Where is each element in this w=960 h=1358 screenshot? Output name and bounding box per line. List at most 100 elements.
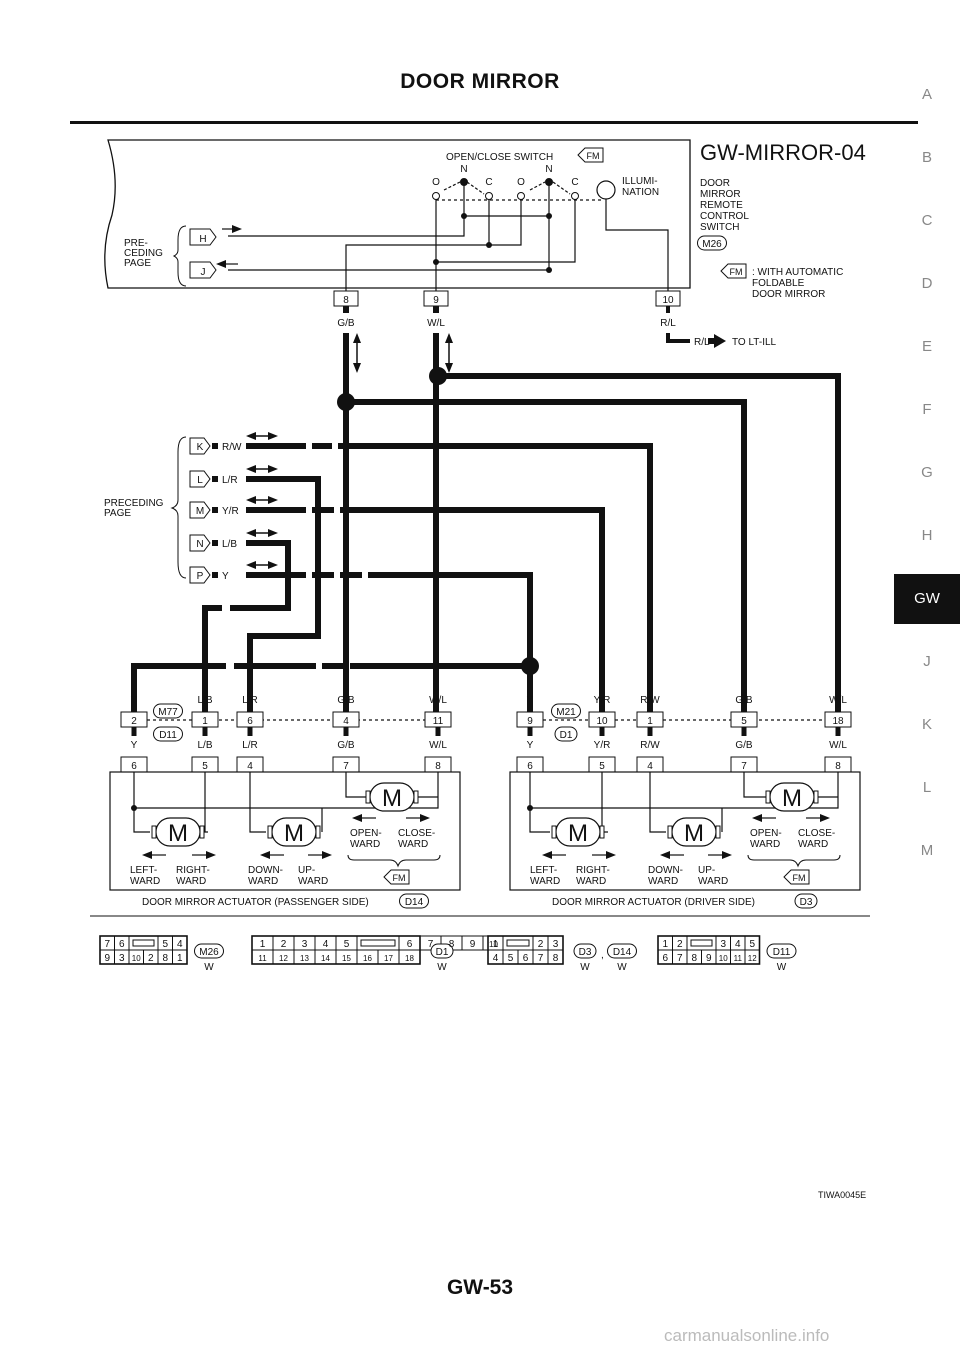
passenger-upper-pin-4	[332, 711, 360, 728]
passenger-wire-lr-motor	[133, 808, 150, 833]
section-tab-gw[interactable]: GW	[894, 574, 960, 624]
face-d1-shell	[251, 935, 421, 965]
passenger-common-junction	[131, 805, 137, 811]
remote-switch-frame	[104, 139, 691, 289]
passenger-lower-pin-4-label: 4	[247, 761, 253, 772]
switch-lever	[552, 181, 571, 195]
switch-contact-label: N	[545, 164, 552, 175]
passenger-upper-pin-6-label: 6	[247, 716, 253, 727]
face-d1-cavity-label: 5	[344, 939, 350, 950]
section-tab-h[interactable]: H	[921, 527, 933, 544]
arrow-left	[246, 432, 256, 440]
driver-connector-top	[551, 703, 581, 719]
section-tab-b[interactable]: B	[921, 149, 932, 166]
section-tab-c[interactable]: C	[921, 212, 933, 229]
fm-tag-note	[720, 263, 747, 279]
terminal-wire-label: L/R	[222, 475, 238, 486]
passenger-wire-label: L/B	[197, 695, 212, 706]
face-d1-cavity-label: 2	[281, 939, 287, 950]
section-tab-d[interactable]: D	[921, 275, 933, 292]
driver-wire-fold	[743, 772, 766, 798]
preceding-page-top: CEDING	[124, 248, 163, 259]
face-m26-id-label: M26	[199, 947, 219, 958]
face-d3-shell	[487, 935, 564, 965]
switch-contact	[432, 192, 440, 200]
terminal-m-label: M	[196, 506, 204, 517]
passenger-actuator-connector-label: D14	[405, 897, 424, 908]
terminal-p	[189, 566, 211, 584]
face-d14-color: W	[617, 962, 627, 973]
passenger-upper-pin-1	[191, 711, 219, 728]
driver-upper-pin-10	[588, 711, 616, 728]
switch-pin-8-label: 8	[343, 295, 349, 306]
fm-label: FM	[730, 267, 743, 277]
connector-m26	[697, 235, 727, 251]
terminal-stub	[212, 572, 218, 578]
face-d1-cavity-label: 1	[260, 939, 266, 950]
face-d1-cavity-label: 16	[363, 954, 372, 963]
lt-ill-label: TO LT-ILL	[732, 337, 777, 348]
passenger-upper-pin-11-label: 11	[433, 716, 444, 727]
remote-switch-label: SWITCH	[700, 222, 739, 233]
passenger-direction-arrow	[322, 851, 332, 859]
section-tab-j[interactable]: J	[923, 653, 931, 670]
section-tab-f[interactable]: F	[922, 401, 932, 418]
switch-pin-9-label: 9	[433, 295, 439, 306]
arrow-right	[268, 432, 278, 440]
lt-ill-wire: R/L	[694, 337, 710, 348]
arrow-right	[268, 561, 278, 569]
driver-wire-label: Y	[527, 695, 534, 706]
switch-contact-label: O	[432, 177, 440, 188]
driver-actuator-connector-label: D3	[800, 897, 813, 908]
fm-note: : WITH AUTOMATIC	[752, 267, 843, 278]
driver-upper-pin-9	[516, 711, 544, 728]
arrow-left	[246, 529, 256, 537]
switch-junction	[546, 213, 552, 219]
arrow-left	[246, 465, 256, 473]
fm-note: DOOR MIRROR	[752, 289, 825, 300]
face-d11-shell	[657, 935, 761, 965]
wire-lb	[202, 540, 291, 712]
section-tab-l[interactable]: L	[922, 779, 932, 796]
face-d11-cavity-label: 1	[662, 939, 668, 950]
section-tab-e[interactable]: E	[921, 338, 932, 355]
terminal-wire-label: L/B	[222, 539, 237, 550]
face-d1-cavity-label: 11	[258, 954, 267, 963]
terminal-l	[189, 470, 211, 488]
face-d1-cavity-label: 14	[321, 954, 330, 963]
switch-contact	[571, 192, 579, 200]
terminal-stub	[212, 443, 218, 449]
driver-wire-label: W/L	[829, 695, 847, 706]
face-d11-cavity-label: 3	[720, 939, 726, 950]
section-tab-m[interactable]: M	[920, 842, 934, 859]
passenger-wire-ud-motor	[249, 772, 266, 833]
switch-pin-9	[423, 290, 449, 307]
face-d3-cavity-label: 8	[553, 953, 559, 964]
passenger-downward-label: DOWN-	[248, 865, 283, 876]
preceding-page-top: PRE-	[124, 238, 148, 249]
driver-actuator-label: DOOR MIRROR ACTUATOR (DRIVER SIDE)	[552, 897, 755, 908]
terminal-m	[189, 501, 211, 519]
face-d11-cavity-label: 6	[662, 953, 668, 964]
section-tab-g[interactable]: G	[921, 464, 933, 481]
section-tab-k[interactable]: K	[921, 716, 932, 733]
passenger-wire-label-lower: W/L	[429, 740, 447, 751]
motor-label: M	[782, 785, 802, 812]
passenger-connector-top-label: M77	[158, 707, 178, 718]
face-d3-cavity-label: 1	[493, 939, 499, 950]
page-number: GW-53	[446, 1276, 514, 1299]
passenger-leftward-label: WARD	[130, 876, 160, 887]
passenger-common	[133, 772, 439, 809]
switch-pin-10-label: 10	[662, 295, 674, 306]
face-d3-cavity-label: 5	[508, 953, 514, 964]
face-d3-cavity-label: 7	[538, 953, 544, 964]
face-d1-cavity-label: 9	[470, 939, 476, 950]
terminal-h-label: H	[199, 234, 206, 245]
arrow-down	[353, 363, 361, 373]
passenger-wire-label-lower: Y	[131, 740, 138, 751]
face-d3-cavity-label: 3	[553, 939, 559, 950]
driver-openward-label: OPEN-	[750, 828, 782, 839]
driver-openward-label: WARD	[750, 839, 780, 850]
driver-upper-pin-5	[730, 711, 758, 728]
section-tab-a[interactable]: A	[921, 86, 932, 103]
